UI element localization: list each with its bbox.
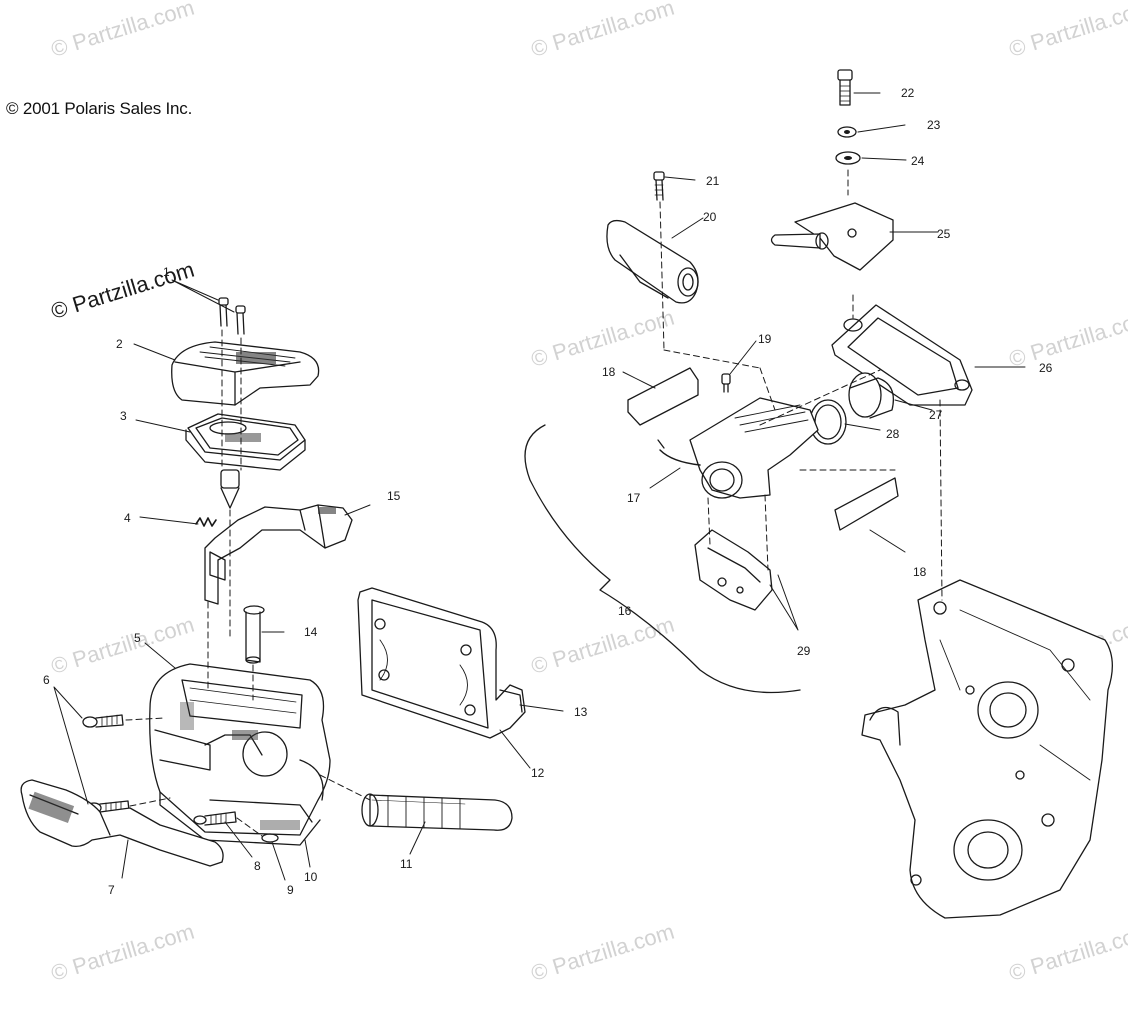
callout-22: 22	[901, 86, 915, 100]
callout-25: 25	[937, 227, 951, 241]
callout-9: 9	[287, 883, 294, 897]
part-12-side-cover	[357, 587, 526, 739]
part-3-plate	[185, 413, 306, 471]
callout-5: 5	[134, 631, 141, 645]
callout-4: 4	[124, 511, 131, 525]
callout-2: 2	[116, 337, 123, 351]
callout-13: 13	[574, 705, 588, 719]
part-20-fitting	[606, 219, 699, 304]
part-17-caliper	[657, 397, 819, 499]
part-11-grip	[361, 793, 513, 831]
plunger	[220, 469, 240, 509]
callout-16: 16	[618, 604, 632, 618]
part-29-pads	[694, 529, 773, 611]
part-18-shim-lower	[834, 477, 899, 531]
part-19-bleed-screw	[721, 373, 731, 393]
callout-18b: 18	[913, 565, 927, 579]
part-2-cover	[171, 341, 320, 406]
callout-7: 7	[108, 883, 115, 897]
part-16-group-bracket	[524, 424, 801, 694]
callout-14: 14	[304, 625, 318, 639]
callout-10: 10	[304, 870, 318, 884]
callout-19: 19	[758, 332, 772, 346]
part-25-bracket	[770, 202, 894, 271]
callout-23: 23	[927, 118, 941, 132]
callout-1: 1	[163, 265, 170, 279]
callout-20: 20	[703, 210, 717, 224]
callout-18a: 18	[602, 365, 616, 379]
part-5-housing	[149, 663, 331, 846]
part-27-bushing	[848, 372, 895, 419]
callout-11: 11	[400, 857, 413, 871]
callout-29: 29	[797, 644, 811, 658]
part-15-throttle-lever	[204, 504, 353, 605]
part-22-bolt	[837, 69, 853, 106]
assembly-lines	[125, 169, 943, 837]
part-7-brake-lever	[20, 779, 224, 867]
copyright-notice: © 2001 Polaris Sales Inc.	[6, 99, 193, 118]
part-18-shim-upper	[627, 367, 699, 426]
callout-15: 15	[387, 489, 401, 503]
chaincase-housing	[861, 579, 1113, 919]
part-8-bolt	[193, 811, 237, 826]
part-9-washer	[261, 833, 279, 843]
part-14-pin	[243, 605, 265, 664]
callout-6: 6	[43, 673, 50, 687]
part-26-frame	[831, 304, 973, 406]
callout-labels: 1 2 3 4 5 6 7 8 9 10 11 12 13 14 15 16 1…	[43, 86, 1053, 897]
callout-17: 17	[627, 491, 641, 505]
leader-lines	[53, 92, 1026, 881]
callout-8: 8	[254, 859, 261, 873]
part-1-screws	[218, 297, 246, 335]
callout-26: 26	[1039, 361, 1053, 375]
callout-12: 12	[531, 766, 545, 780]
callout-21: 21	[706, 174, 720, 188]
callout-28: 28	[886, 427, 900, 441]
part-6-bolts	[82, 714, 130, 814]
callout-3: 3	[120, 409, 127, 423]
part-21-screw	[653, 171, 665, 201]
callout-27: 27	[929, 408, 943, 422]
callout-24: 24	[911, 154, 925, 168]
part-4-spring	[195, 517, 217, 527]
